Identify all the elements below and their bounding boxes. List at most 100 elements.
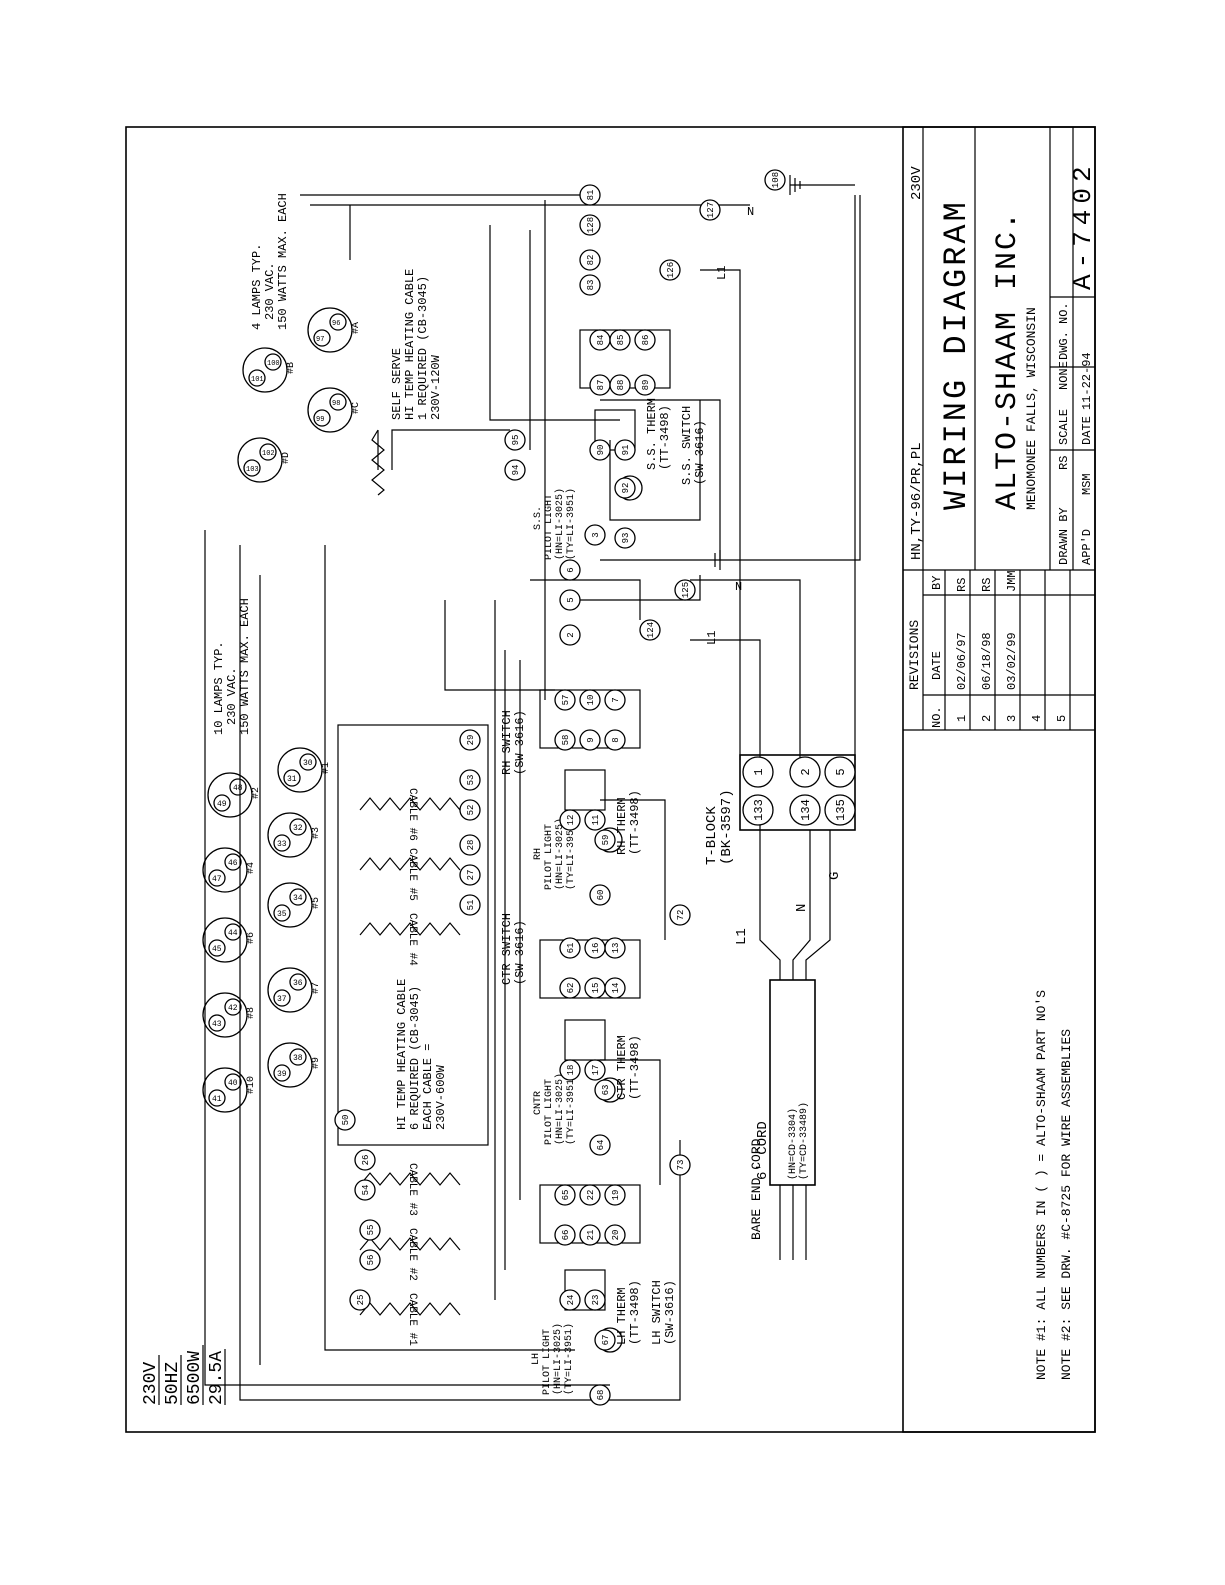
terminal-61: 61 bbox=[559, 937, 581, 959]
terminal-circles: 2356789101112131415161718192021222324252… bbox=[334, 169, 856, 1406]
svg-text:27: 27 bbox=[466, 870, 476, 881]
appd-value: MSM bbox=[1080, 473, 1094, 495]
ss-switch-label: S.S. SWITCH (SW-3616) bbox=[680, 406, 707, 485]
terminal-52: 52 bbox=[459, 799, 481, 821]
terminal-28: 28 bbox=[459, 834, 481, 856]
svg-text:83: 83 bbox=[586, 280, 596, 291]
cable-label: CABLE #3 bbox=[406, 1163, 418, 1216]
terminal-84: 84 bbox=[589, 329, 611, 351]
ss-pilot-l3: (HN=LI-3025) bbox=[554, 488, 566, 560]
lamp-terminal: 38 bbox=[293, 1054, 303, 1063]
top-n-label: N bbox=[747, 205, 754, 219]
svg-text:1: 1 bbox=[752, 768, 766, 775]
cntr-pilot-label: CNTR PILOT LIGHT (HN=LI-3025) (TY=LI-395… bbox=[533, 1073, 577, 1145]
lamp-number: #6 bbox=[246, 932, 257, 944]
lamp-terminal: 40 bbox=[228, 1079, 238, 1088]
lamp-terminal: 37 bbox=[277, 995, 287, 1004]
lamp-number: #4 bbox=[246, 862, 257, 874]
lamp-terminal: 101 bbox=[251, 376, 264, 384]
lh-therm-l2: (TT-3498) bbox=[628, 1280, 642, 1345]
svg-text:21: 21 bbox=[586, 1230, 596, 1241]
terminal-127: 127 bbox=[699, 199, 721, 221]
svg-text:7: 7 bbox=[611, 697, 621, 702]
lamp-terminal: 32 bbox=[293, 824, 303, 833]
lamp-number: #B bbox=[286, 362, 297, 374]
hi-temp-3: EACH CABLE = bbox=[421, 1044, 435, 1130]
lamp-terminal: 33 bbox=[277, 840, 287, 849]
svg-text:61: 61 bbox=[566, 943, 576, 954]
lamp-number: #8 bbox=[246, 1007, 257, 1019]
terminal-58: 58 bbox=[554, 729, 576, 751]
lh-pilot-l4: (TY=LI-3951) bbox=[563, 1323, 575, 1395]
t-block-label: T-BLOCK (BK-3597) bbox=[704, 789, 735, 865]
hi-temp-label-box bbox=[337, 724, 489, 1146]
appd-label: APP'D bbox=[1080, 529, 1094, 565]
lamps-10-label: 10 LAMPS TYP. 230 VAC. 150 WATTS MAX. EA… bbox=[212, 598, 252, 735]
terminal-81: 81 bbox=[579, 184, 601, 206]
title-company: ALTO-SHAAM INC. bbox=[991, 210, 1025, 510]
terminal-53: 53 bbox=[459, 769, 481, 791]
svg-text:62: 62 bbox=[566, 983, 576, 994]
svg-text:28: 28 bbox=[466, 840, 476, 851]
title-block bbox=[902, 126, 1096, 1433]
svg-text:3: 3 bbox=[591, 532, 601, 537]
hi-temp-1: HI TEMP HEATING CABLE bbox=[395, 979, 409, 1130]
terminal-15: 15 bbox=[584, 977, 606, 999]
terminal-125: 125 bbox=[674, 579, 696, 601]
svg-text:82: 82 bbox=[586, 255, 596, 266]
rh-pilot-l4: (TY=LI-3951) bbox=[565, 818, 577, 890]
svg-text:9: 9 bbox=[586, 737, 596, 742]
svg-text:125: 125 bbox=[681, 582, 691, 598]
dwg-no-value: A-7402 bbox=[1068, 160, 1098, 290]
ss-pilot-l4: (TY=LI-3951) bbox=[565, 488, 577, 560]
svg-text:03/02/99: 03/02/99 bbox=[1005, 632, 1019, 690]
dwg-no-label: DWG. NO. bbox=[1057, 302, 1071, 360]
terminal-11: 11 bbox=[584, 809, 606, 831]
terminal-57: 57 bbox=[554, 689, 576, 711]
terminal-86: 86 bbox=[634, 329, 656, 351]
cable-label: CABLE #2 bbox=[406, 1228, 418, 1281]
lamp-terminal: 43 bbox=[212, 1020, 222, 1029]
lamps-main-group: 3031#14849#23233#34647#43435#54445#63637… bbox=[202, 747, 332, 1113]
svg-text:126: 126 bbox=[666, 262, 676, 278]
tblock-terminal-2: 2 bbox=[789, 756, 821, 788]
tblock-terminal-1: 1 bbox=[742, 756, 774, 788]
terminal-8: 8 bbox=[604, 729, 626, 751]
top-l1-label: L1 bbox=[715, 266, 729, 280]
lamp-terminal: 97 bbox=[316, 336, 324, 344]
lamp-terminal: 45 bbox=[212, 945, 222, 954]
mid-l1-label: L1 bbox=[705, 631, 719, 645]
lamp-number: #5 bbox=[311, 897, 322, 909]
ss-label-1: SELF SERVE bbox=[390, 348, 404, 420]
ctr-therm-box bbox=[564, 1019, 606, 1061]
svg-text:58: 58 bbox=[561, 735, 571, 746]
terminal-26: 26 bbox=[354, 1149, 376, 1171]
svg-text:68: 68 bbox=[596, 1390, 606, 1401]
svg-text:50: 50 bbox=[341, 1115, 351, 1126]
svg-text:51: 51 bbox=[466, 900, 476, 911]
svg-text:65: 65 bbox=[561, 1190, 571, 1201]
terminal-95: 95 bbox=[504, 429, 526, 451]
svg-text:26: 26 bbox=[361, 1155, 371, 1166]
title-model: HN,TY-96/PR,PL bbox=[909, 442, 925, 560]
terminal-68: 68 bbox=[589, 1384, 611, 1406]
lamps-10-line2: 230 VAC. bbox=[225, 667, 239, 725]
svg-text:108: 108 bbox=[771, 172, 781, 188]
lamp-terminal: 36 bbox=[293, 979, 303, 988]
terminal-3: 3 bbox=[584, 524, 606, 546]
rh-therm-l1: RH THERM bbox=[615, 797, 629, 855]
svg-text:19: 19 bbox=[611, 1190, 621, 1201]
wire-n-label: N bbox=[794, 904, 810, 912]
terminal-124: 124 bbox=[639, 619, 661, 641]
terminal-126: 126 bbox=[659, 259, 681, 281]
lamp-terminal: 48 bbox=[233, 784, 243, 793]
heating-cable-2: CABLE #2 bbox=[359, 1228, 461, 1281]
svg-text:93: 93 bbox=[621, 533, 631, 544]
terminal-72: 72 bbox=[669, 904, 691, 926]
svg-text:02/06/97: 02/06/97 bbox=[955, 632, 969, 690]
svg-text:10: 10 bbox=[586, 695, 596, 706]
